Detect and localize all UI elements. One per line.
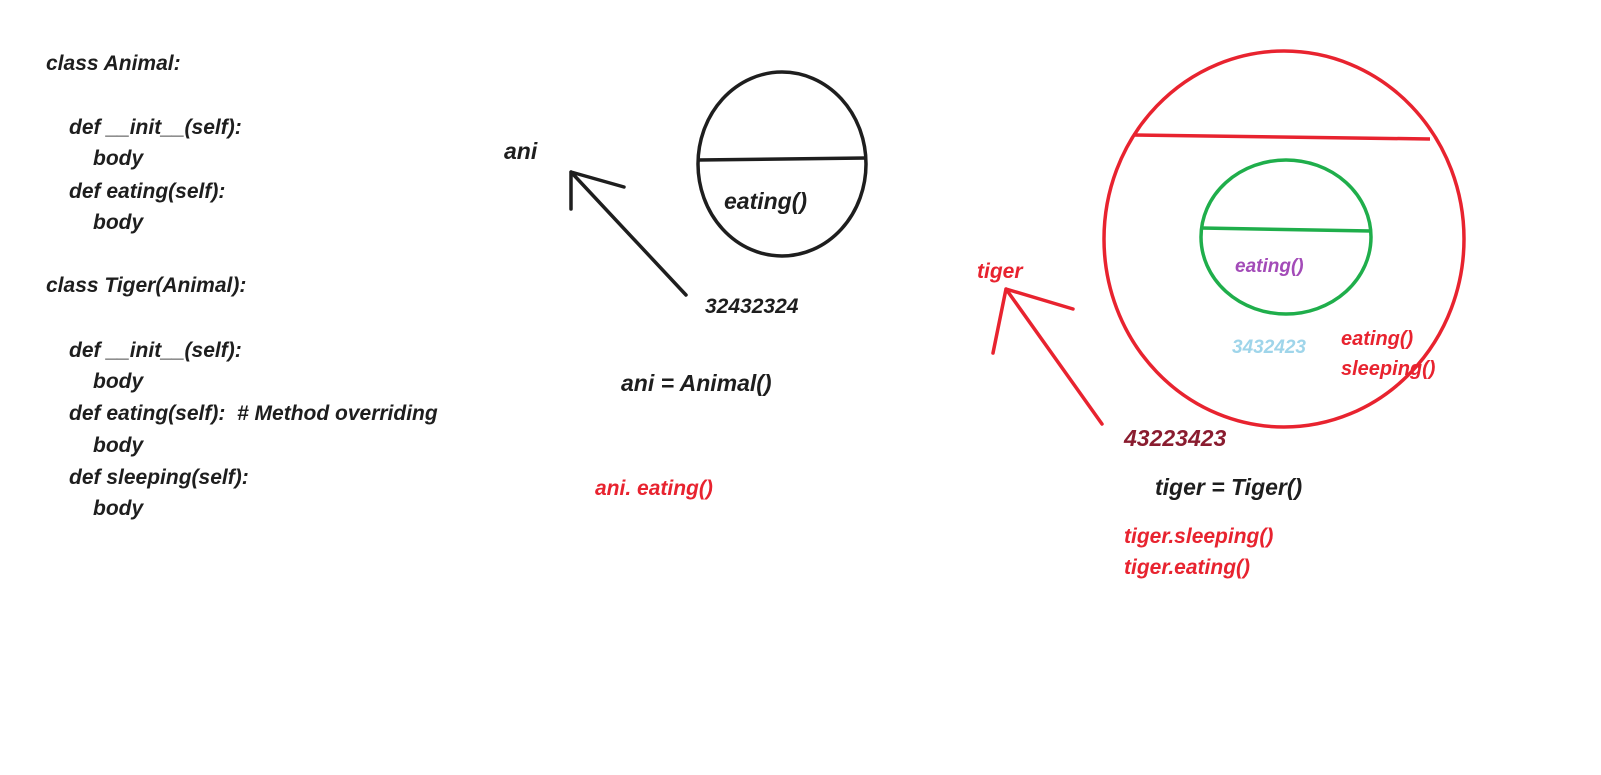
code-line: def __init__(self):: [69, 116, 242, 139]
animal-assignment: ani = Animal(): [621, 370, 772, 396]
code-line: body: [93, 211, 144, 234]
tiger-object-outer-circle: [1102, 49, 1466, 429]
animal-reference-arrow: [569, 170, 688, 297]
tiger-method-call-eating: tiger.eating(): [1124, 556, 1251, 579]
animal-object-divider: [697, 156, 867, 162]
code-line: def eating(self): # Method overriding: [69, 402, 438, 425]
tiger-outer-method-eating: eating(): [1341, 328, 1414, 350]
tiger-address-label: 43223423: [1124, 425, 1227, 451]
tiger-inner-object-divider: [1200, 226, 1372, 233]
animal-object-circle: [696, 70, 868, 258]
animal-address-label: 32432324: [705, 295, 799, 318]
tiger-inner-method-label: eating(): [1235, 256, 1304, 277]
animal-reference-label: ani: [504, 138, 538, 164]
tiger-inner-object-circle: [1199, 158, 1373, 316]
code-line: body: [93, 434, 144, 457]
code-line: class Animal:: [46, 52, 181, 75]
code-line: body: [93, 497, 144, 520]
code-line: def eating(self):: [69, 180, 226, 203]
code-line: def sleeping(self):: [69, 466, 249, 489]
tiger-reference-label: tiger: [977, 260, 1023, 283]
code-line: body: [93, 147, 144, 170]
animal-method-call: ani. eating(): [595, 477, 713, 500]
tiger-outer-method-sleeping: sleeping(): [1341, 358, 1436, 380]
code-line: body: [93, 370, 144, 393]
tiger-object-outer-divider: [1132, 133, 1431, 141]
code-line: def __init__(self):: [69, 339, 242, 362]
tiger-method-call-sleeping: tiger.sleeping(): [1124, 525, 1274, 548]
tiger-inner-address-label: 3432423: [1232, 337, 1306, 358]
tiger-reference-arrow: [991, 287, 1104, 426]
tiger-assignment: tiger = Tiger(): [1155, 474, 1303, 500]
animal-method-label: eating(): [724, 188, 808, 214]
code-line: class Tiger(Animal):: [46, 274, 247, 297]
